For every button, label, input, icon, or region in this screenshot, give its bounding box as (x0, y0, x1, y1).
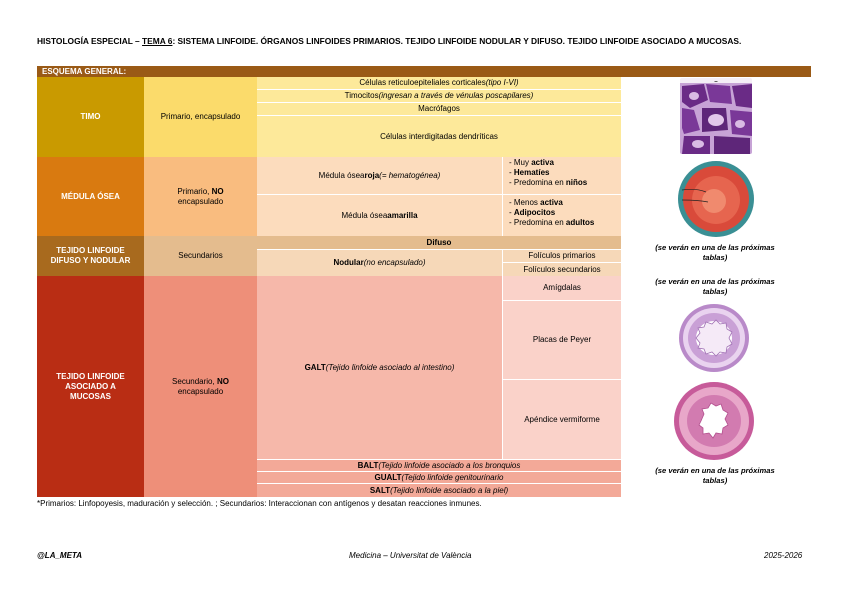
timo-cell-reticuloepiteliales: Células reticuloepiteliales corticales (… (257, 77, 621, 90)
nodular-row: Nodular (no encapsulado) (257, 250, 502, 276)
timo-cell-timocitos: Timocitos (ingresan a través de vénulas … (257, 90, 621, 103)
difuso-row: Difuso (257, 236, 621, 250)
bone-marrow-image (678, 161, 754, 237)
peyer-patches-image (679, 304, 749, 372)
amigdalas: Amígdalas (502, 276, 621, 301)
foliculos-primarios: Folículos primarios (502, 250, 621, 263)
thymus-histology-image: ▬ (680, 78, 752, 154)
medula-roja-list: - Muy activa - Hematíes - Predomina en n… (502, 157, 621, 195)
page-title: HISTOLOGÍA ESPECIAL – TEMA 6: SISTEMA LI… (37, 36, 742, 46)
difuso-type: Secundarios (144, 236, 257, 276)
footer-institution: Medicina – Universitat de València (349, 551, 472, 560)
gualt-row: GUALT (Tejido linfoide genitourinario (257, 472, 621, 484)
timo-label: TIMO (37, 77, 144, 157)
apendice-vermiforme: Apéndice vermiforme (502, 380, 621, 459)
medula-amarilla-list: - Menos activa - Adipocitos - Predomina … (502, 195, 621, 236)
svg-text:▬: ▬ (715, 79, 718, 83)
medula-amarilla: Médula ósea amarilla (257, 195, 502, 236)
section-header-bar: ESQUEMA GENERAL: (37, 66, 811, 77)
balt-row: BALT (Tejido linfoide asociado a los bro… (257, 459, 621, 472)
timo-cell-interdigitadas: Células interdigitadas dendríticas (257, 116, 621, 157)
footer-author: @LA_META (37, 551, 82, 560)
malt-type: Secundario, NO encapsulado (144, 276, 257, 497)
galt-cell: GALT (Tejido linfoide asociado al intest… (257, 276, 502, 459)
footer-year: 2025-2026 (764, 551, 803, 560)
footnote: *Primarios: Linfopoyesis, maduración y s… (37, 499, 482, 508)
foliculos-secundarios: Folículos secundarios (502, 263, 621, 276)
medula-type: Primario, NO encapsulado (144, 157, 257, 236)
timo-cell-macrofagos: Macrófagos (257, 103, 621, 116)
appendix-image (674, 382, 754, 460)
placas-de-peyer: Placas de Peyer (502, 301, 621, 380)
medula-roja: Médula ósea roja (= hematogénea) (257, 157, 502, 195)
timo-type: Primario, encapsulado (144, 77, 257, 157)
medula-label: MÉDULA ÓSEA (37, 157, 144, 236)
salt-row: SALT (Tejido linfoide asociado a la piel… (257, 484, 621, 497)
